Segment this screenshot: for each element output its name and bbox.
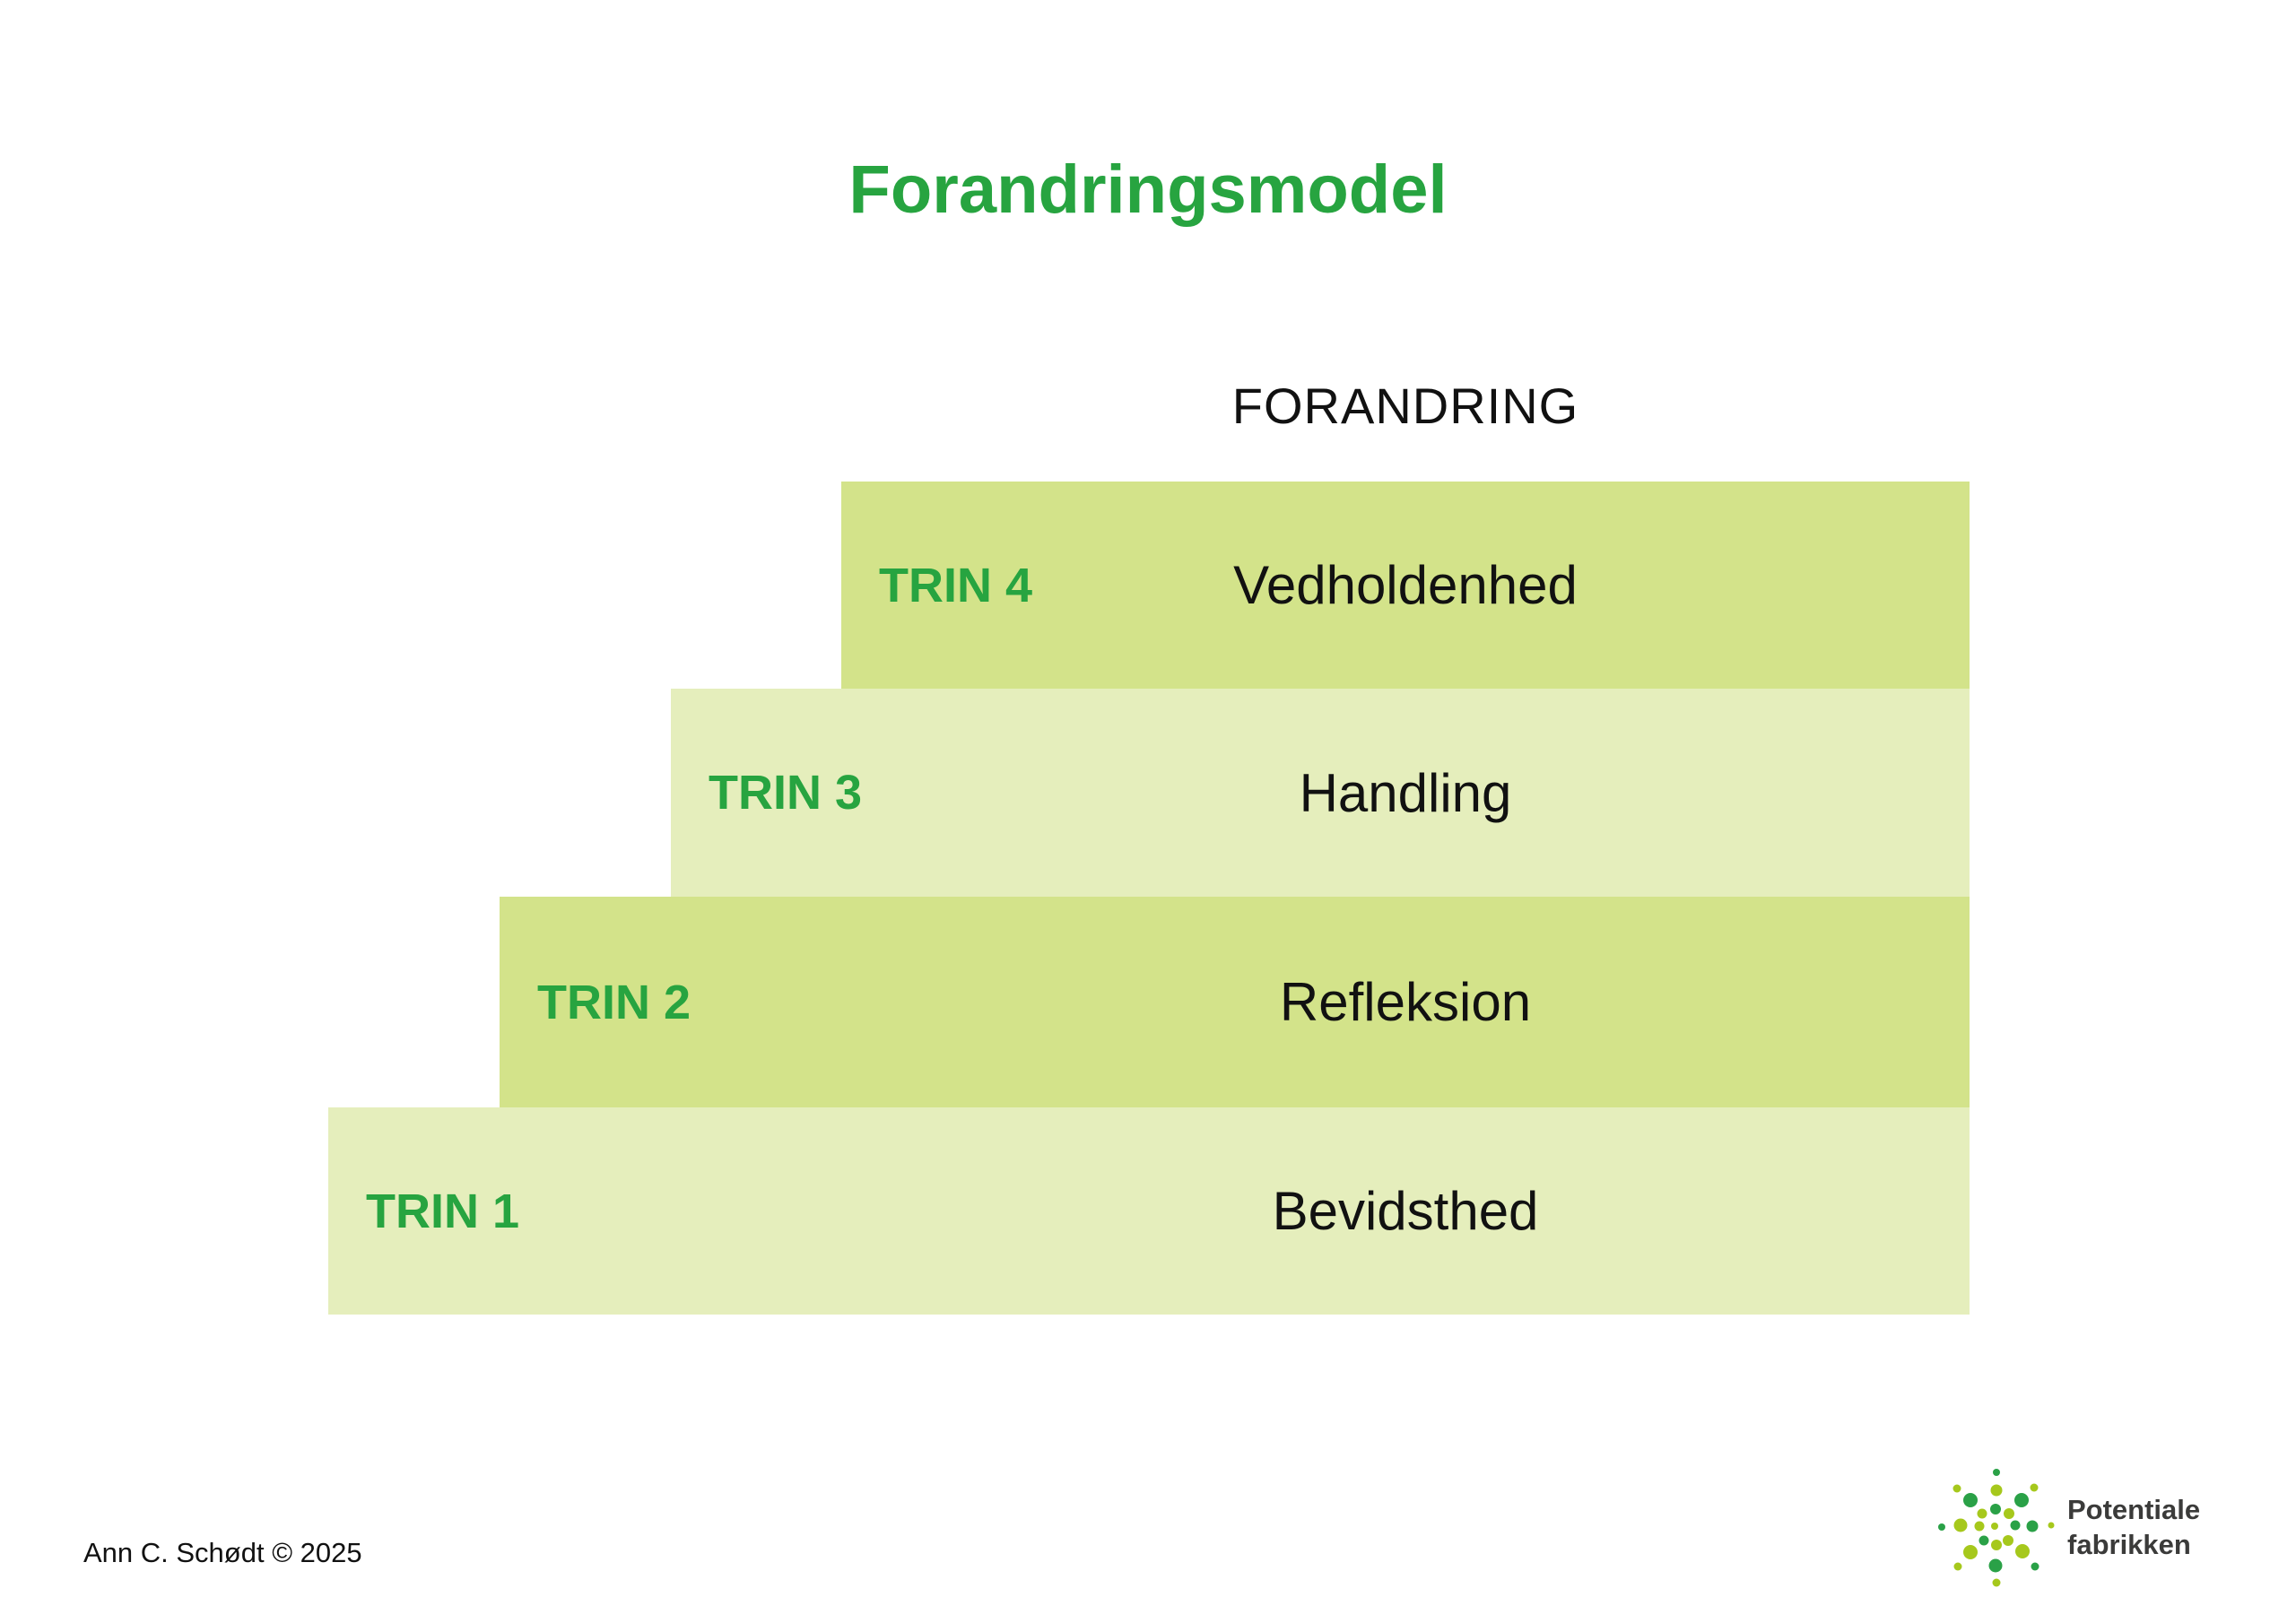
step-trin-1: TRIN 1 Bevidsthed: [328, 1107, 1970, 1315]
step-trin-2-label: TRIN 2: [537, 975, 691, 1029]
step-trin-3-name: Handling: [1299, 762, 1512, 823]
page-title: Forandringsmodel: [848, 152, 1448, 228]
step-trin-4: TRIN 4 Vedholdenhed: [841, 482, 1970, 689]
step-trin-3-label: TRIN 3: [709, 766, 863, 820]
step-trin-3-name-rail: Handling: [841, 689, 1970, 897]
step-trin-2-name-rail: Refleksion: [841, 897, 1970, 1107]
step-trin-4-name: Vedholdenhed: [1233, 555, 1578, 615]
step-trin-2-name: Refleksion: [1279, 972, 1532, 1032]
step-trin-4-label: TRIN 4: [879, 558, 1033, 612]
step-trin-1-label: TRIN 1: [366, 1184, 520, 1238]
logo-wordmark-line1: Potentiale: [2067, 1494, 2201, 1525]
step-trin-1-name: Bevidsthed: [1272, 1181, 1539, 1241]
step-trin-2: TRIN 2 Refleksion: [500, 897, 1970, 1107]
step-trin-4-name-rail: Vedholdenhed: [841, 482, 1970, 689]
forandring-label: FORANDRING: [1231, 378, 1579, 434]
logo-wordmark: Potentiale fabrikken: [2067, 1492, 2200, 1562]
copyright-text: Ann C. Schødt © 2025: [83, 1537, 362, 1568]
step-trin-1-name-rail: Bevidsthed: [841, 1107, 1970, 1315]
step-trin-3: TRIN 3 Handling: [671, 689, 1970, 897]
logo: Potentiale fabrikken: [1919, 1453, 2269, 1605]
logo-dots-icon: [1938, 1469, 2055, 1587]
logo-wordmark-line2: fabrikken: [2067, 1529, 2191, 1560]
